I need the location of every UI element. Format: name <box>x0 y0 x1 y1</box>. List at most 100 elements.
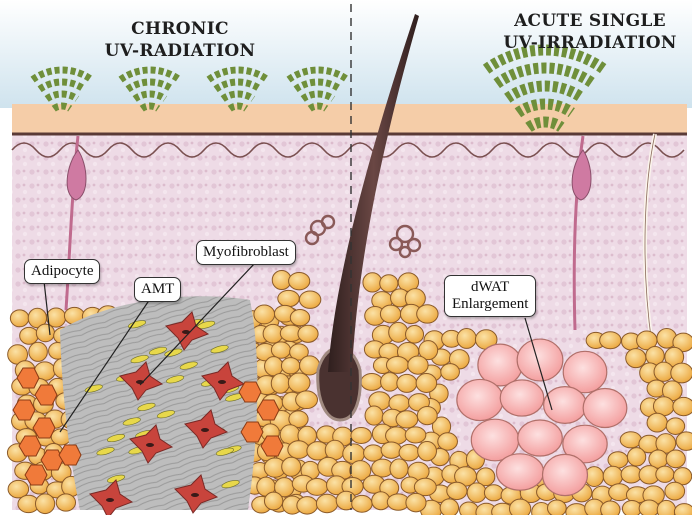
enlarged-adipocyte-cell <box>500 380 544 416</box>
adipocyte-cell <box>363 273 382 292</box>
adipocyte-cell <box>405 427 426 443</box>
adipocyte-cell <box>457 329 476 349</box>
adipocyte-cell <box>626 349 646 368</box>
heading-chronic-uv: CHRONIC UV-RADIATION <box>60 18 300 62</box>
adipocyte-cell <box>265 357 283 376</box>
adipocyte-cell <box>298 325 318 342</box>
adipocyte-cell <box>397 374 417 392</box>
adipocyte-cell <box>601 501 620 515</box>
adipocyte-cell <box>381 442 401 458</box>
heading-chronic-line2: UV-RADIATION <box>60 40 300 62</box>
adipocyte-cell <box>657 500 675 515</box>
label-adipocyte: Adipocyte <box>24 259 100 284</box>
adipocyte-cell <box>647 413 667 432</box>
adipocyte-cell <box>484 485 503 501</box>
adipocyte-cell <box>316 494 337 512</box>
adipocyte-cell <box>406 326 424 344</box>
adipocyte-cell <box>656 466 674 482</box>
adipocyte-cell <box>306 479 327 496</box>
adipocyte-cell <box>35 494 54 514</box>
myofibroblast-nucleus <box>106 498 114 502</box>
myofibroblast-nucleus <box>218 380 226 384</box>
adipocyte-cell <box>389 322 408 342</box>
fibrotic-region <box>60 296 257 510</box>
adipocyte-cell <box>418 441 437 460</box>
adipocyte-cell <box>36 324 54 342</box>
adipocyte-cell <box>29 342 48 361</box>
myofibroblast-nucleus <box>201 428 209 432</box>
adipocyte-cell <box>297 497 318 514</box>
adipocyte-cell <box>271 373 289 393</box>
adipocyte-cell <box>20 327 39 344</box>
adipocyte-cell <box>380 275 398 292</box>
adipocyte-cell <box>271 342 290 358</box>
heading-chronic-line1: CHRONIC <box>60 18 300 40</box>
adipocyte-cell <box>386 356 408 373</box>
adipocyte-cell <box>381 373 399 392</box>
adipocyte-cell <box>380 305 400 323</box>
adipocyte-cell <box>621 466 641 483</box>
adipocyte-cell <box>351 427 372 443</box>
enlarged-adipocyte-cell <box>517 339 563 381</box>
adipocyte-cell <box>364 445 384 461</box>
adipocyte-cell <box>365 406 383 425</box>
adipocyte-cell <box>510 499 531 515</box>
adipocyte-cell <box>399 444 419 461</box>
adipocyte-cell <box>447 482 467 499</box>
adipocyte-cell <box>438 433 458 450</box>
enlarged-adipocyte-cell <box>543 454 588 495</box>
adipocyte-cell <box>289 272 310 289</box>
adipocyte-cell <box>627 448 645 466</box>
adipocyte-cell <box>408 356 428 374</box>
adipocyte-cell <box>352 495 372 512</box>
adipocyte-cell <box>296 391 318 409</box>
adipocyte-cell <box>671 363 692 383</box>
enlarged-adipocyte-cell <box>518 420 563 456</box>
adipocyte-cell <box>406 493 426 511</box>
enlarged-adipocyte-cell <box>583 388 627 427</box>
heading-acute-line1: ACUTE SINGLE <box>475 10 692 32</box>
heading-acute-uv: ACUTE SINGLE UV-IRRADIATION <box>475 10 692 54</box>
adipocyte-cell <box>608 452 628 468</box>
adipocyte-cell <box>254 305 275 324</box>
label-dwat-line2: Enlargement <box>452 296 528 313</box>
adipocyte-cell <box>666 418 684 435</box>
epidermis-layer <box>12 104 687 134</box>
adipocyte-cell <box>325 440 344 460</box>
adipocyte-cell <box>282 457 301 476</box>
enlarged-adipocyte-cell <box>457 379 503 420</box>
adipocyte-cell <box>299 291 320 308</box>
adipocyte-cell <box>288 441 309 459</box>
adipocyte-cell <box>278 290 299 306</box>
adipocyte-cell <box>288 373 310 392</box>
adipocyte-cell <box>417 305 438 323</box>
adipocyte-cell <box>600 332 621 349</box>
adipocyte-cell <box>396 411 418 428</box>
adipocyte-cell <box>673 397 692 415</box>
adipocyte-cell <box>416 374 437 393</box>
adipocyte-cell <box>620 432 641 448</box>
adipocyte-cell <box>441 364 460 381</box>
adipocyte-cell <box>390 459 408 479</box>
myofibroblast-nucleus <box>146 443 154 447</box>
adipocyte-cell <box>56 494 75 511</box>
myofibroblast-nucleus <box>191 493 199 497</box>
adipocyte-cell <box>290 309 309 325</box>
adipocyte-cell <box>676 432 692 451</box>
adipocyte-cell <box>264 492 282 510</box>
label-dwat-enlargement: dWAT Enlargement <box>444 275 536 317</box>
adipocyte-cell <box>622 500 641 515</box>
adipocyte-cell <box>666 450 685 468</box>
enlarged-adipocyte-cell <box>496 454 543 490</box>
adipocyte-cell <box>547 500 566 515</box>
heading-acute-line2: UV-IRRADIATION <box>475 32 692 54</box>
adipocyte-cell <box>281 358 299 374</box>
adipocyte-cell <box>361 374 383 391</box>
adipocyte-cell <box>10 310 28 327</box>
adipocyte-cell <box>603 466 623 486</box>
adipocyte-cell <box>417 406 437 424</box>
adipocyte-cell <box>440 499 458 515</box>
adipocyte-cell <box>467 483 486 502</box>
label-dwat-line1: dWAT <box>452 279 528 296</box>
